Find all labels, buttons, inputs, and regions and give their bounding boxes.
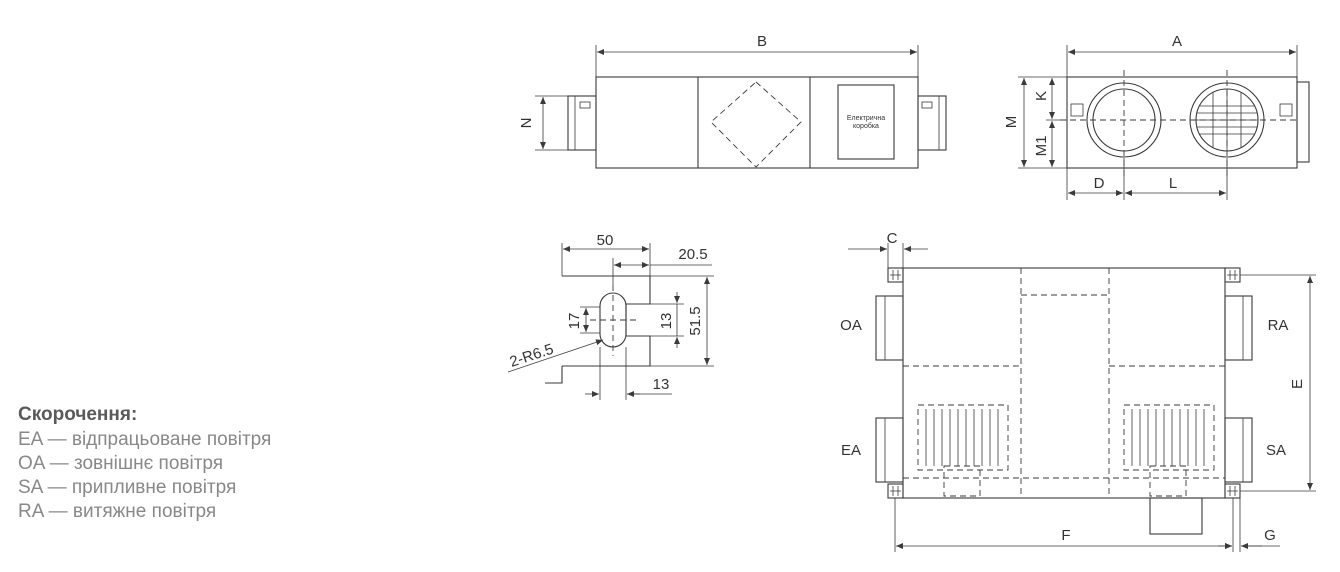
dim-M: M xyxy=(1003,116,1020,129)
side-view: A M K M1 D L xyxy=(1003,33,1310,200)
dim-20-5: 20.5 xyxy=(678,246,707,263)
dim-M1: M1 xyxy=(1033,136,1050,157)
port-SA: SA xyxy=(1266,442,1286,459)
electric-box-label-1: Електрична xyxy=(847,115,885,122)
dim-A: A xyxy=(1172,33,1182,50)
legend-item-oa: OA — зовнішнє повітря xyxy=(18,453,224,474)
dim-D: D xyxy=(1094,175,1105,192)
dim-B: B xyxy=(757,33,767,50)
legend-item-ra: RA — витяжне повітря xyxy=(18,501,217,522)
dim-13-vertical: 13 xyxy=(658,313,675,330)
port-OA: OA xyxy=(840,317,862,334)
plan-view: OA RA EA SA C E F G xyxy=(840,230,1316,552)
dim-C: C xyxy=(887,230,898,247)
dim-E: E xyxy=(1289,379,1306,389)
dim-F: F xyxy=(1061,527,1070,544)
bracket-detail: 50 20.5 51.5 13 17 13 2-R6.5 xyxy=(508,232,714,400)
electric-box-label-2: коробка xyxy=(853,122,879,130)
legend-item-sa: SA — припливне повітря xyxy=(18,477,237,498)
legend-item-ea: EA — відпрацьоване повітря xyxy=(18,429,272,450)
dim-13-horizontal: 13 xyxy=(653,376,670,393)
port-RA: RA xyxy=(1268,317,1289,334)
dim-r6-5: 2-R6.5 xyxy=(508,341,556,371)
port-EA: EA xyxy=(841,442,861,459)
front-view: Електрична коробка B N xyxy=(518,33,947,169)
dim-50: 50 xyxy=(597,232,614,249)
dim-51-5: 51.5 xyxy=(687,306,704,335)
dim-L: L xyxy=(1169,175,1177,192)
legend-title: Скорочення: xyxy=(18,404,138,425)
dim-K: K xyxy=(1033,91,1050,101)
dim-17: 17 xyxy=(566,313,583,330)
dim-N: N xyxy=(518,118,535,129)
dim-G: G xyxy=(1264,527,1276,544)
abbreviations-legend: Скорочення: EA — відпрацьоване повітря O… xyxy=(18,404,271,524)
